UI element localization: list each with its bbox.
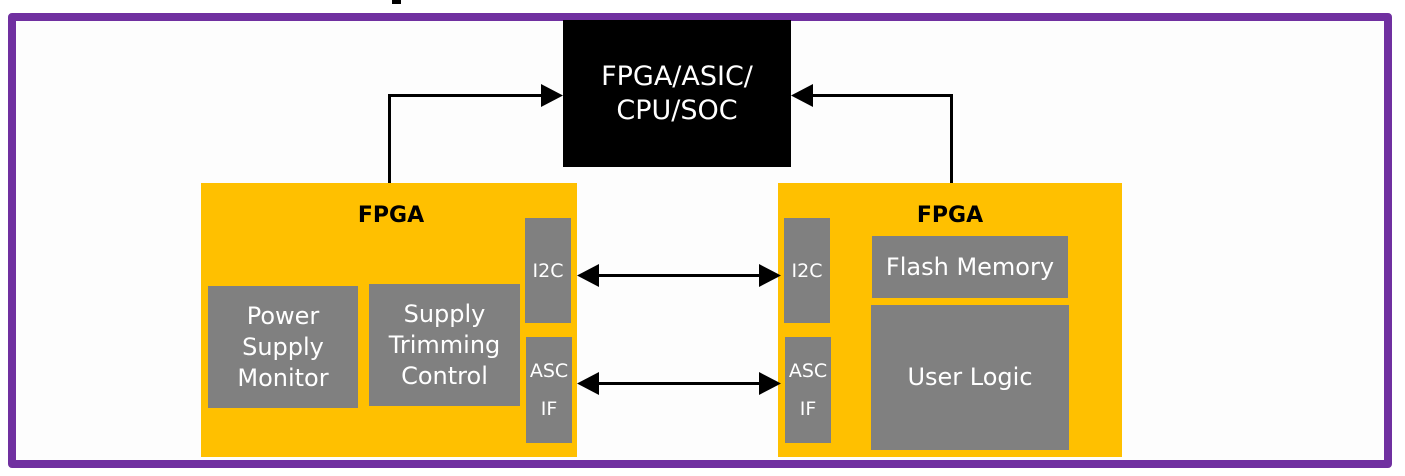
left-fpga-block: FPGA Power Supply Monitor Supply Trimmin… xyxy=(201,183,577,457)
power-supply-monitor-block: Power Supply Monitor xyxy=(208,286,358,408)
power-supply-monitor-label: Power Supply Monitor xyxy=(237,301,329,392)
right-fpga-to-host-line xyxy=(811,94,953,183)
user-logic-label: User Logic xyxy=(907,363,1033,391)
left-fpga-to-host-arrowhead xyxy=(541,84,563,107)
supply-trimming-control-block: Supply Trimming Control xyxy=(369,284,520,406)
flash-memory-label: Flash Memory xyxy=(885,252,1055,281)
host-processor-label: FPGA/ASIC/ CPU/SOC xyxy=(601,60,753,126)
i2c-link-arrowhead-right xyxy=(759,264,781,287)
right-fpga-to-host-arrowhead xyxy=(791,84,813,107)
right-asc-if-label: ASC IF xyxy=(788,360,828,420)
asc-if-link-arrowhead-left xyxy=(577,372,599,395)
cropped-title-fragment xyxy=(392,0,401,4)
left-asc-if-block: ASC IF xyxy=(526,337,572,443)
i2c-link-arrowhead-left xyxy=(577,264,599,287)
left-i2c-block: I2C xyxy=(525,218,571,323)
user-logic-block: User Logic xyxy=(871,305,1069,450)
asc-if-link-arrowhead-right xyxy=(759,372,781,395)
flash-memory-block: Flash Memory xyxy=(872,236,1068,298)
left-asc-if-label: ASC IF xyxy=(529,360,569,420)
right-fpga-block: FPGA I2C ASC IF Flash Memory User Logic xyxy=(778,183,1122,457)
left-i2c-label: I2C xyxy=(532,259,564,282)
right-i2c-label: I2C xyxy=(791,259,823,282)
right-fpga-title: FPGA xyxy=(916,203,984,228)
left-fpga-title: FPGA xyxy=(357,203,425,228)
left-fpga-to-host-line xyxy=(388,94,543,183)
supply-trimming-control-label: Supply Trimming Control xyxy=(388,299,501,390)
right-asc-if-block: ASC IF xyxy=(785,337,831,443)
host-processor-block: FPGA/ASIC/ CPU/SOC xyxy=(563,20,791,167)
right-i2c-block: I2C xyxy=(784,218,830,323)
